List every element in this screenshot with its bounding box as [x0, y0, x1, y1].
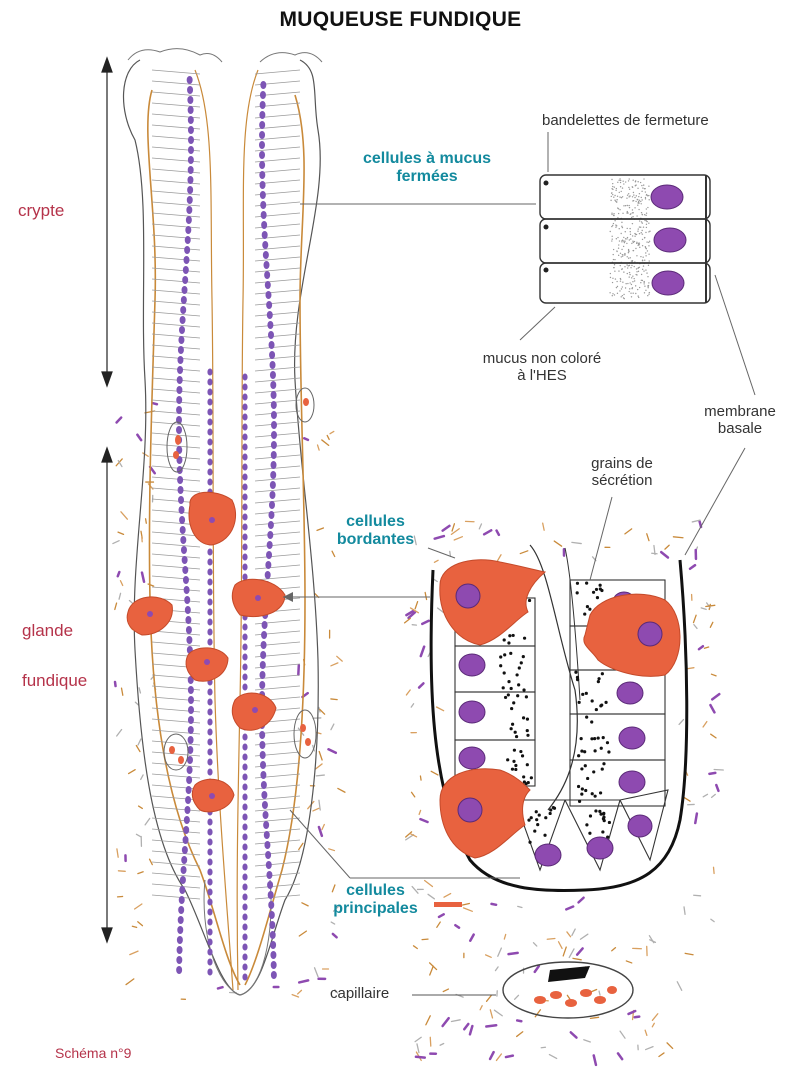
region-arrows — [102, 58, 112, 942]
label-crypte: crypte — [18, 201, 64, 221]
label-grains-line2: sécrétion — [572, 472, 672, 489]
label-mucus-cells-line2: fermées — [332, 168, 522, 186]
mucous-cells-inset — [540, 175, 710, 303]
label-mucus-cells: cellules à mucus fermées — [332, 150, 522, 187]
label-grains-secretion: grains de sécrétion — [572, 455, 672, 490]
label-glande: glande — [22, 621, 73, 641]
label-mucus-non-colore-line1: mucus non coloré — [452, 350, 632, 367]
label-capillaire: capillaire — [330, 985, 389, 1002]
label-fundique: fundique — [22, 671, 87, 691]
label-bordantes-line1: cellules — [318, 513, 433, 531]
figure-caption: Schéma n°9 — [55, 1045, 131, 1061]
label-bandelettes: bandelettes de fermeture — [542, 112, 709, 129]
label-principales-line1: cellules — [318, 882, 433, 900]
label-grains-line1: grains de — [572, 455, 672, 472]
label-membrane-line2: basale — [690, 420, 790, 437]
page-title: MUQUEUSE FUNDIQUE — [0, 8, 801, 32]
label-cellules-bordantes: cellules bordantes — [318, 513, 433, 550]
label-mucus-non-colore-line2: à l'HES — [452, 367, 632, 384]
label-mucus-cells-line1: cellules à mucus — [332, 150, 522, 168]
label-membrane-line1: membrane — [690, 403, 790, 420]
label-cellules-principales: cellules principales — [318, 882, 433, 919]
label-principales-line2: principales — [318, 900, 433, 918]
label-membrane-basale: membrane basale — [690, 403, 790, 438]
gland-section-inset — [431, 545, 687, 891]
label-mucus-non-colore: mucus non coloré à l'HES — [452, 350, 632, 385]
marker-bar — [434, 902, 462, 907]
label-bordantes-line2: bordantes — [318, 531, 433, 549]
